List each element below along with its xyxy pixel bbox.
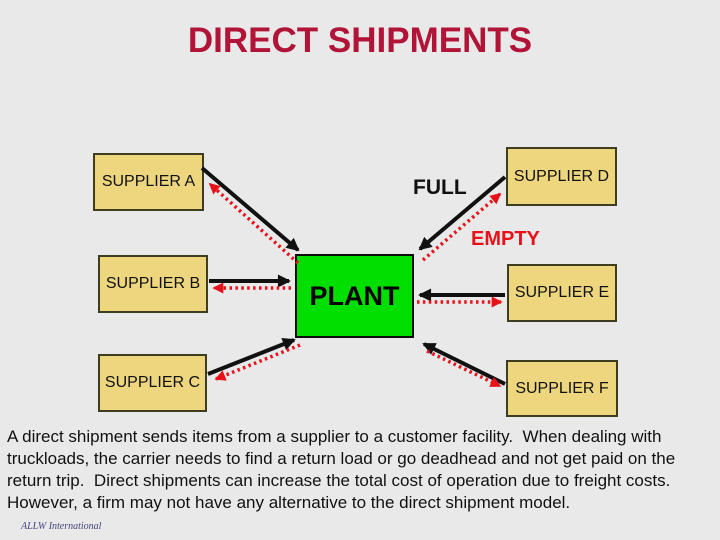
supplier-b-label: SUPPLIER B <box>105 275 201 292</box>
supplier-c-box: SUPPLIER C <box>98 354 207 412</box>
slide-title: DIRECT SHIPMENTS <box>187 21 533 60</box>
supplier-c-label: SUPPLIER C <box>104 374 201 391</box>
supplier-e-box: SUPPLIER E <box>507 264 617 322</box>
body-paragraph: A direct shipment sends items from a sup… <box>7 427 680 512</box>
empty-truck-label: EMPTY <box>471 228 540 250</box>
supplier-b-box: SUPPLIER B <box>98 255 208 313</box>
arrow-empty-plant-to-supplier-c <box>214 343 301 381</box>
plant-label: PLANT <box>309 280 400 311</box>
arrow-full-supplier-f-to-plant <box>422 342 506 386</box>
supplier-a-label: SUPPLIER A <box>101 173 196 190</box>
arrow-empty-plant-to-supplier-a <box>208 182 300 265</box>
supplier-d-box: SUPPLIER D <box>506 147 617 206</box>
plant-box: PLANT <box>295 254 414 338</box>
supplier-a-box: SUPPLIER A <box>93 153 204 211</box>
supplier-d-label: SUPPLIER D <box>513 167 610 185</box>
full-truck-label: FULL <box>413 176 467 199</box>
supplier-e-label: SUPPLIER E <box>514 284 610 301</box>
supplier-f-box: SUPPLIER F <box>506 360 618 417</box>
arrow-full-supplier-c-to-plant <box>207 338 296 376</box>
footer-brand: ALLW International <box>21 521 102 532</box>
arrow-empty-plant-to-supplier-f <box>426 349 502 388</box>
arrow-full-supplier-a-to-plant <box>200 166 300 252</box>
supplier-f-label: SUPPLIER F <box>515 379 609 397</box>
